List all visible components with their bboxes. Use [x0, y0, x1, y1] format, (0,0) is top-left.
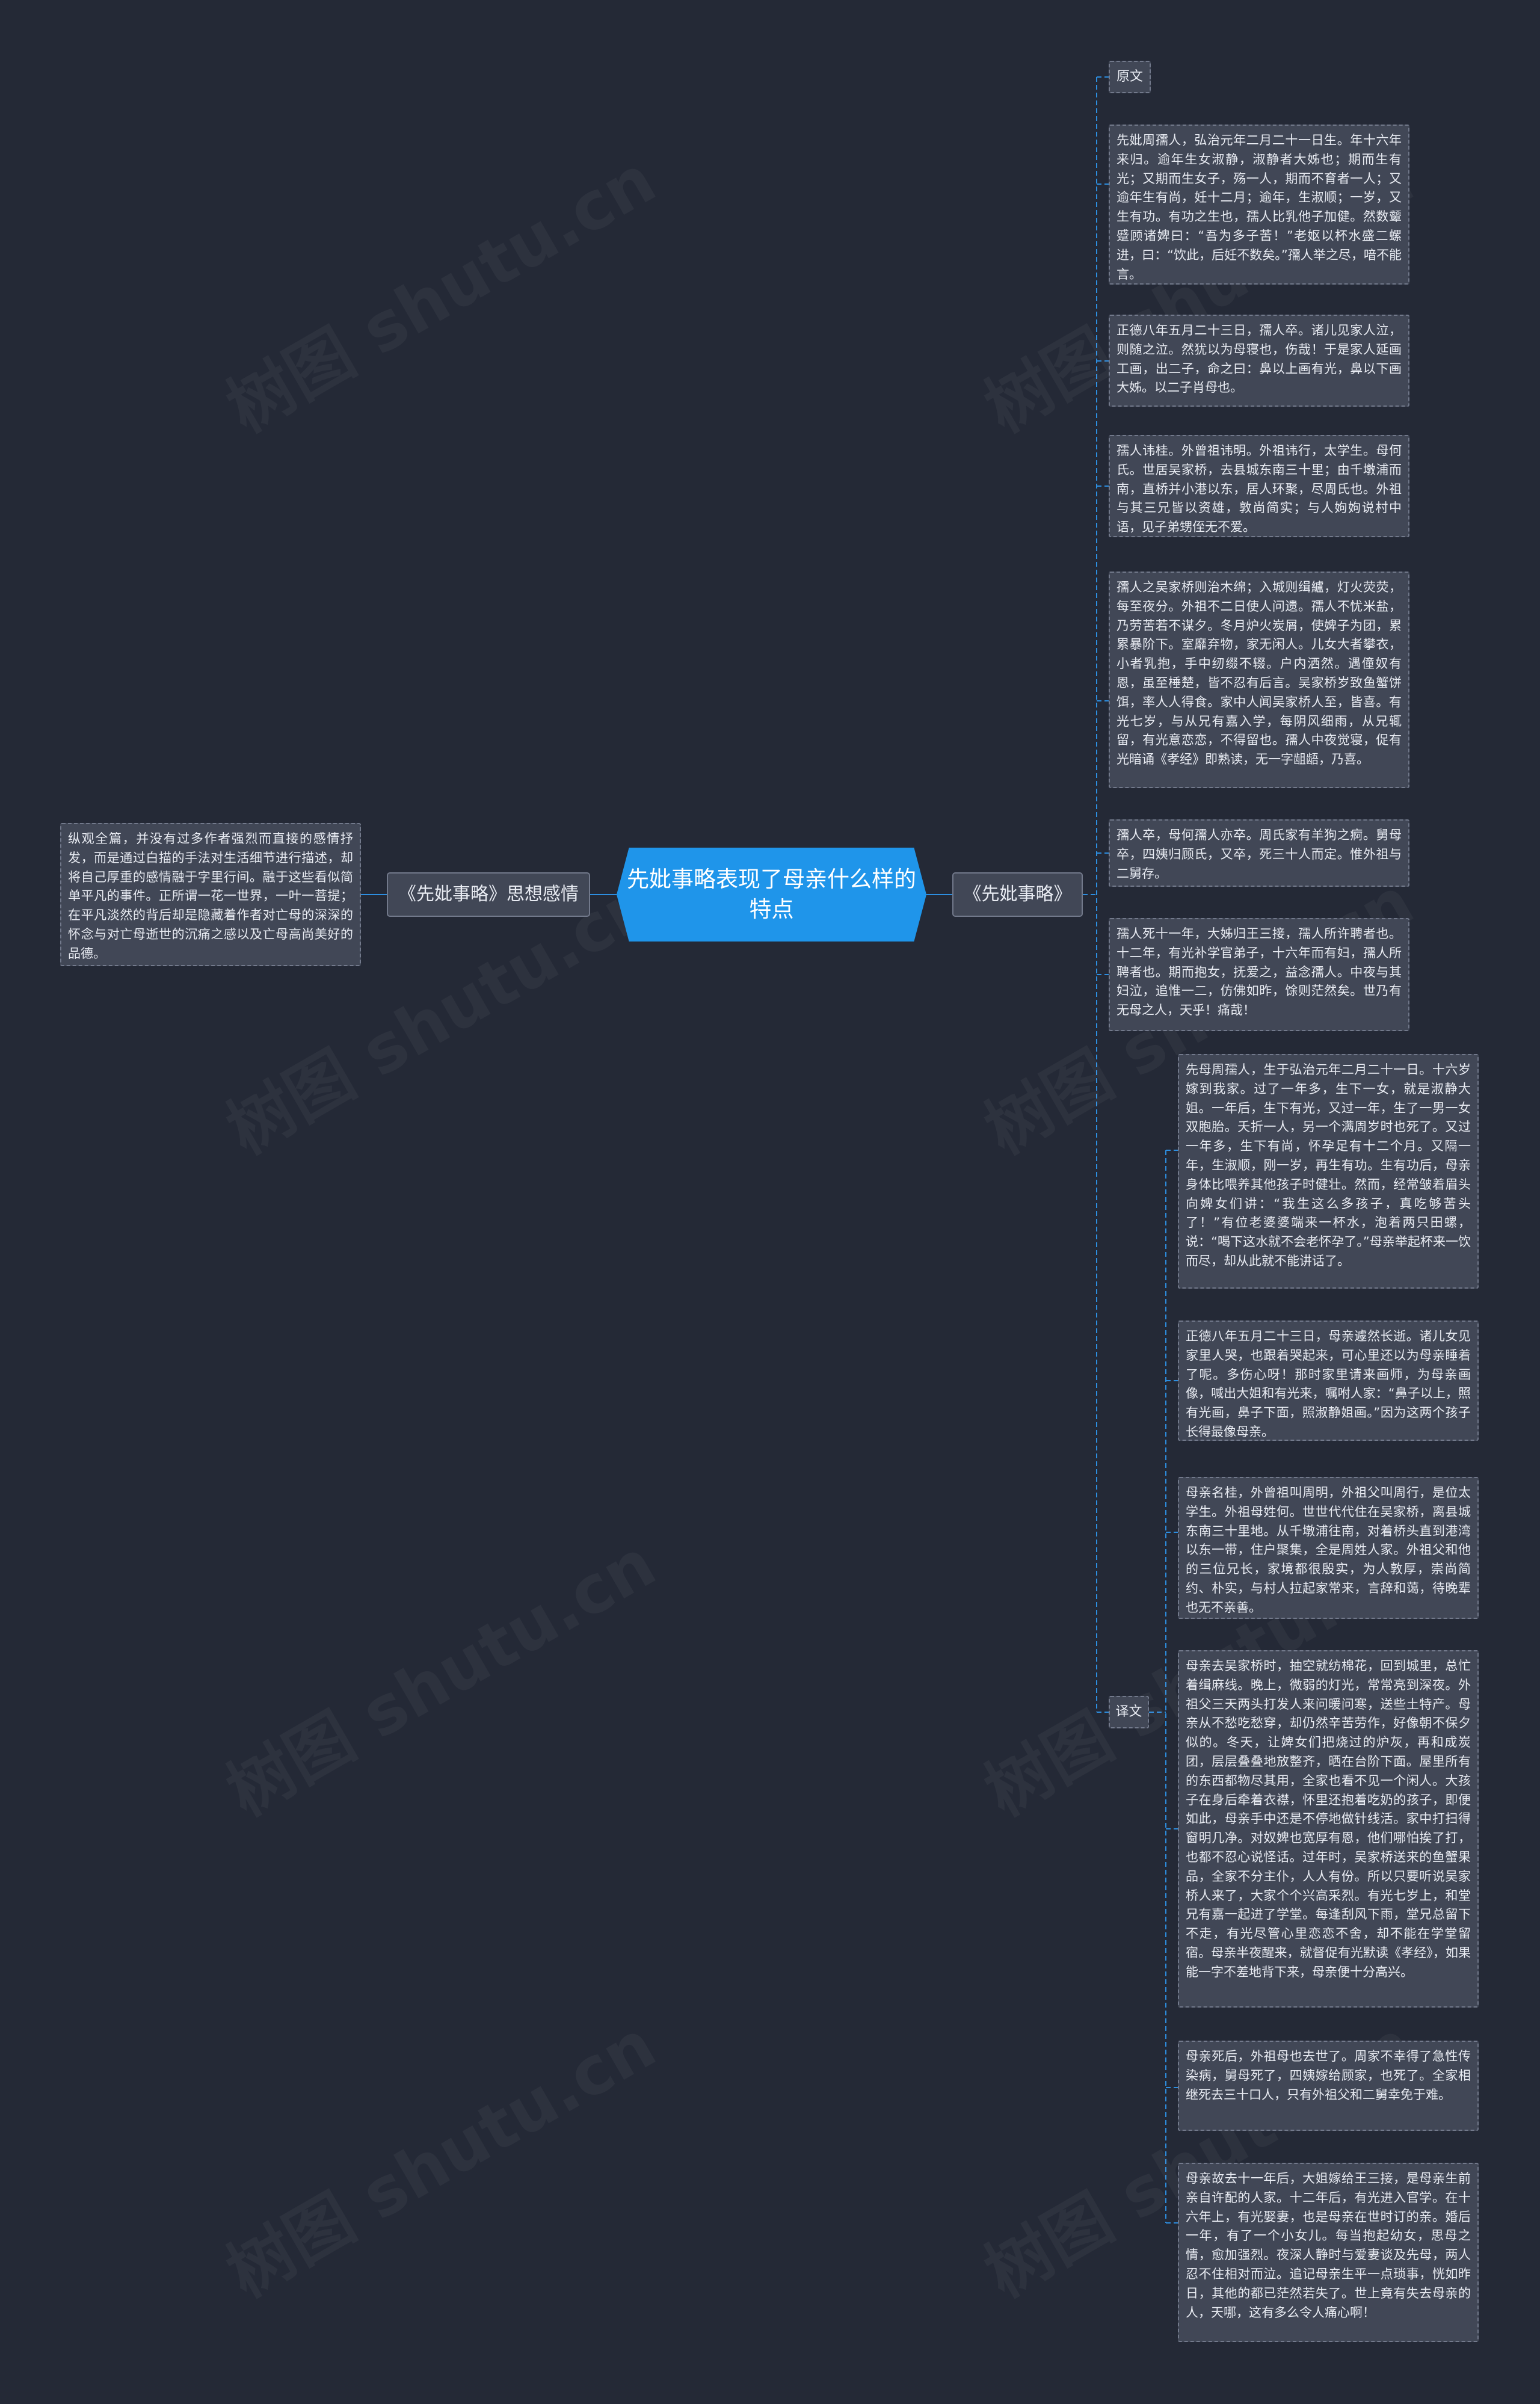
translation-paragraph-4[interactable]: 母亲去吴家桥时，抽空就纺棉花，回到城里，总忙着缉麻线。晚上，微弱的灯光，常常亮到… — [1178, 1650, 1479, 2008]
original-paragraph-6[interactable]: 孺人死十一年，大姊归王三接，孺人所许聘者也。十二年，有光补学官弟子，十六年而有妇… — [1109, 918, 1409, 1031]
leaf-thoughts-feelings[interactable]: 纵观全篇，并没有过多作者强烈而直接的感情抒发，而是通过白描的手法对生活细节进行描… — [60, 823, 361, 966]
translation-paragraph-3[interactable]: 母亲名桂，外曾祖叫周明，外祖父叫周行，是位太学生。外祖母姓何。世世代代住在吴家桥… — [1178, 1477, 1479, 1619]
branch-xianbi-shilue[interactable]: 《先妣事略》 — [952, 872, 1083, 917]
original-paragraph-3[interactable]: 孺人讳桂。外曾祖讳明。外祖讳行，太学生。母何氏。世居吴家桥，去县城东南三十里；由… — [1109, 435, 1409, 537]
translation-paragraph-5[interactable]: 母亲死后，外祖母也去世了。周家不幸得了急性传染病，舅母死了，四姨嫁给顾家，也死了… — [1178, 2041, 1479, 2131]
original-paragraph-2[interactable]: 正德八年五月二十三日，孺人卒。诸儿见家人泣，则随之泣。然犹以为母寝也，伤哉！于是… — [1109, 315, 1409, 407]
translation-paragraph-6[interactable]: 母亲故去十一年后，大姐嫁给王三接，是母亲生前亲自许配的人家。十二年后，有光进入官… — [1178, 2163, 1479, 2342]
root-topic[interactable]: 先妣事略表现了母亲什么样的特点 — [617, 848, 926, 942]
branch-thoughts-feelings[interactable]: 《先妣事略》思想感情 — [387, 872, 590, 917]
original-paragraph-1[interactable]: 先妣周孺人，弘治元年二月二十一日生。年十六年来归。逾年生女淑静，淑静者大姊也；期… — [1109, 125, 1409, 285]
tag-translation[interactable]: 译文 — [1109, 1696, 1149, 1728]
translation-paragraph-2[interactable]: 正德八年五月二十三日，母亲遽然长逝。诸儿女见家里人哭，也跟着哭起来，可心里还以为… — [1178, 1321, 1479, 1441]
translation-paragraph-1[interactable]: 先母周孺人，生于弘治元年二月二十一日。十六岁嫁到我家。过了一年多，生下一女，就是… — [1178, 1054, 1479, 1289]
original-paragraph-4[interactable]: 孺人之吴家桥则治木绵；入城则缉纑，灯火荧荧，每至夜分。外祖不二日使人问遗。孺人不… — [1109, 572, 1409, 788]
original-paragraph-5[interactable]: 孺人卒，母何孺人亦卒。周氏家有羊狗之痾。舅母卒，四姨归顾氏，又卒，死三十人而定。… — [1109, 819, 1409, 887]
tag-original-text[interactable]: 原文 — [1109, 61, 1151, 93]
